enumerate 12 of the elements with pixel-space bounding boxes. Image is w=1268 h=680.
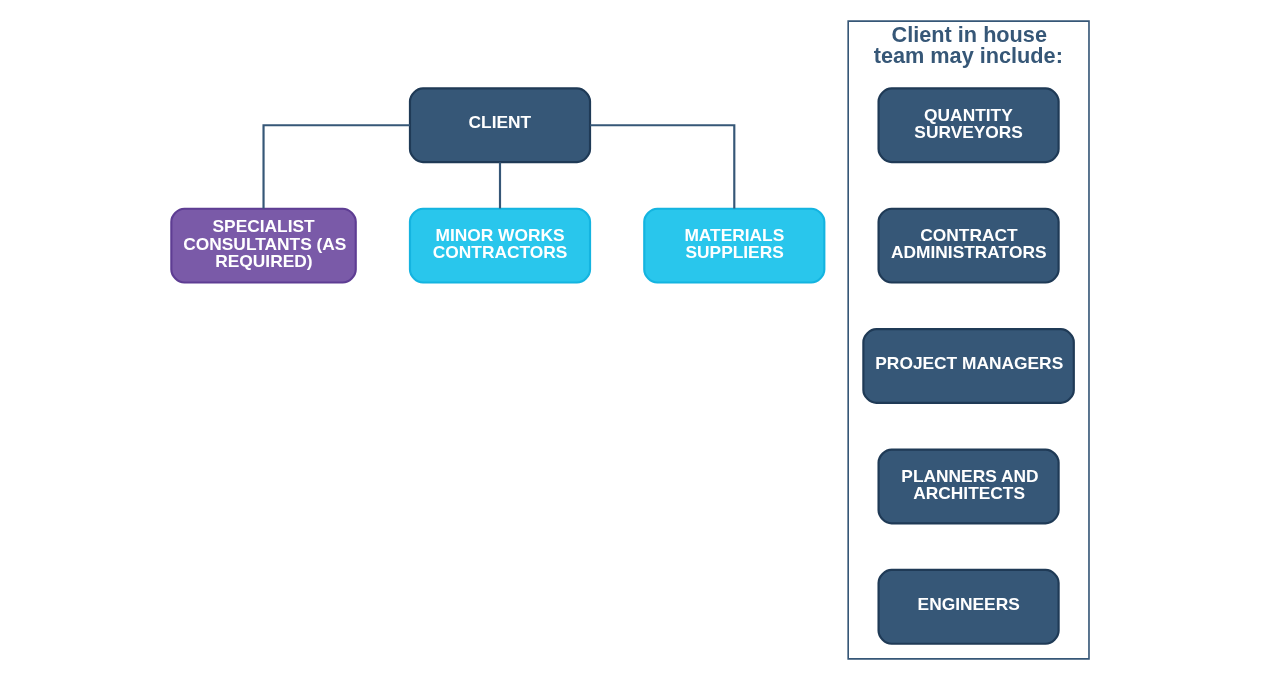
node-box: PLANNERS AND ARCHITECTS	[876, 448, 1060, 525]
connector	[261, 124, 410, 209]
node-box: QUANTITY SURVEYORS	[876, 87, 1060, 164]
node-box: MATERIALS SUPPLIERS	[642, 207, 825, 284]
node-box: SPECIALIST CONSULTANTS (AS REQUIRED)	[169, 207, 357, 284]
connector	[498, 162, 501, 209]
node-box: CLIENT	[408, 87, 591, 164]
node-box: MINOR WORKS CONTRACTORS	[408, 207, 591, 284]
connector	[589, 124, 735, 209]
node-box: ENGINEERS	[876, 568, 1060, 645]
node-box: CONTRACT ADMINISTRATORS	[876, 207, 1060, 284]
node-box: PROJECT MANAGERS	[861, 328, 1075, 404]
